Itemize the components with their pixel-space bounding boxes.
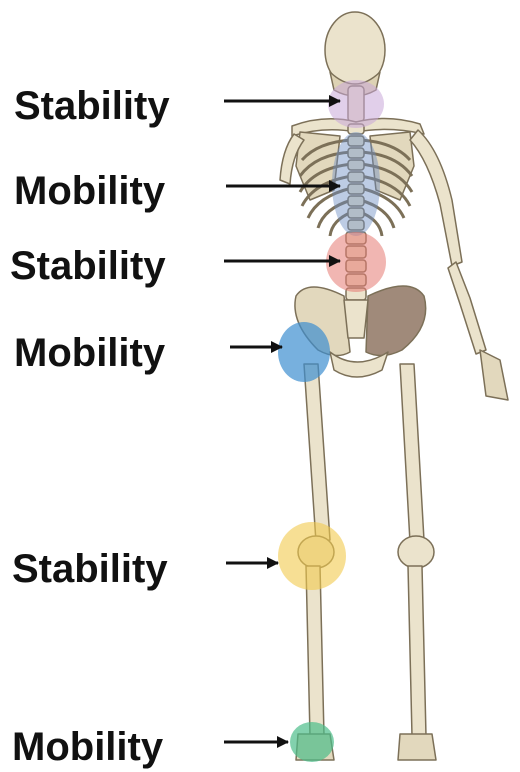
label-knee: Stability bbox=[12, 547, 168, 591]
leg-right bbox=[398, 364, 436, 760]
arm-right bbox=[410, 130, 508, 400]
label-cervical-spine: Stability bbox=[14, 84, 170, 128]
label-lumbar-spine: Stability bbox=[10, 244, 166, 288]
joint-highlight-hip bbox=[278, 322, 330, 382]
skeleton bbox=[280, 12, 508, 760]
labels: Stability Mobility Stability Mobility St… bbox=[10, 84, 170, 769]
label-hip: Mobility bbox=[14, 331, 166, 375]
joint-highlight-thoracic bbox=[332, 132, 380, 236]
label-ankle: Mobility bbox=[12, 725, 164, 769]
joint-highlight-cervical bbox=[328, 80, 384, 128]
label-thoracic-spine: Mobility bbox=[14, 169, 166, 213]
joint-highlight-knee bbox=[278, 522, 346, 590]
joint-highlight-ankle bbox=[290, 722, 334, 762]
